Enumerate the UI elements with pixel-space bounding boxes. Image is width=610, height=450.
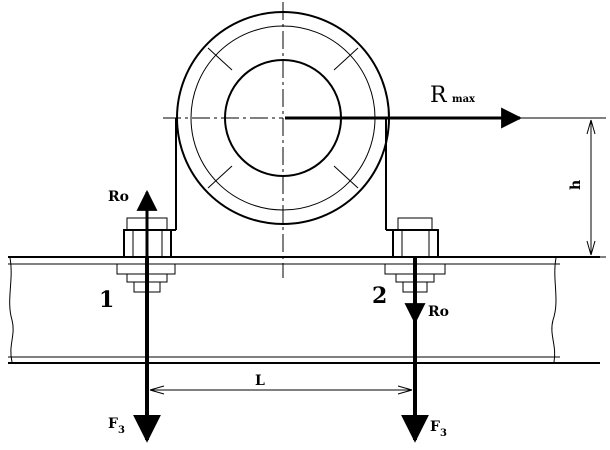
- point-2-label: 2: [372, 283, 387, 309]
- support-bracket: [125, 118, 436, 231]
- l-label: L: [255, 373, 265, 389]
- l-arrow-left: [149, 385, 165, 395]
- h-arrow-top: [586, 119, 596, 135]
- beam-break-left: [9, 257, 14, 363]
- dimension-h: [520, 117, 606, 258]
- f3-right-subscript: 3: [440, 428, 447, 439]
- h-label: h: [568, 180, 584, 190]
- l-arrow-right: [397, 385, 413, 395]
- f3-left-label: F: [108, 416, 118, 432]
- pipe-hatch: [333, 47, 359, 71]
- point-1-label: 1: [99, 287, 114, 313]
- h-arrow-bottom: [586, 240, 596, 256]
- ro-left-label: Ro: [108, 189, 129, 205]
- f3-right-label: F: [430, 419, 440, 435]
- r-max-label: R: [430, 83, 448, 108]
- beam: [8, 256, 600, 364]
- beam-break-right: [551, 257, 557, 363]
- right-nut: [392, 229, 439, 258]
- center-lines: [163, 2, 284, 278]
- dimension-l: [149, 385, 413, 395]
- ro-right-label: Ro: [428, 304, 449, 320]
- force-arrows: [133, 107, 523, 443]
- f3-left-subscript: 3: [118, 425, 125, 436]
- right-bolt-head: [397, 217, 433, 231]
- pipe-hatch: [207, 165, 233, 189]
- pipe-hatch: [333, 165, 359, 189]
- labels: R max h Ro Ro 1 2 L F 3 F 3: [99, 83, 584, 439]
- pipe-hatch: [207, 47, 233, 71]
- r-max-subscript: max: [452, 94, 476, 105]
